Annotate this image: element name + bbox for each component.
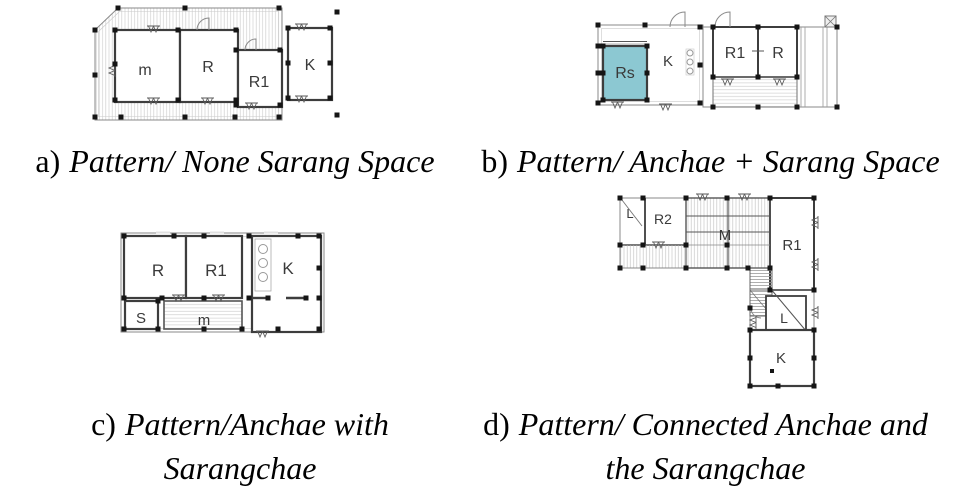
fixtures-c [254,238,272,292]
caption-c: c)Pattern/Anchae with Sarangchae [28,402,452,490]
caption-d-line1: d)Pattern/ Connected Anchae and [452,402,959,446]
room-label-d-l1: L [626,206,633,221]
room-c-s [123,299,160,331]
room-label-c-k: K [282,259,294,278]
room-b-r [757,26,798,78]
room-label-c-r1: R1 [205,261,227,280]
floorplan-d: L R2 M R1 L K [600,188,862,393]
veranda-b [712,76,798,108]
room-labels-d: L R2 M R1 L K [626,206,801,367]
caption-d-text: Pattern/ Connected Anchae and [518,406,928,442]
caption-a-prefix: a) [35,143,61,179]
closet-door-line-d [621,199,643,227]
door-arcs-a [196,17,257,51]
rooms-a [113,26,334,109]
room-c-r1 [184,234,244,300]
room-label-d-l2: L [780,310,788,326]
room-label-b-k: K [663,53,673,70]
room-a-r1 [236,48,284,109]
floorplan-b: Rs K R1 R [595,5,843,120]
room-c-r [122,234,188,300]
crossed-box-icon [824,15,837,28]
room-labels-c: R R1 K S m [136,259,294,329]
room-d-r1 [769,197,815,291]
room-label-b-r1: R1 [725,45,746,62]
room-label-d-k: K [776,350,786,367]
floorplan-a-svg: m R R1 K [92,5,340,121]
caption-b-prefix: b) [481,143,508,179]
room-a-r [178,28,240,104]
room-label-d-r1: R1 [782,237,801,254]
room-label-d-r2: R2 [654,211,672,227]
room-label-a-m: m [138,62,151,79]
caption-b: b)Pattern/ Anchae + Sarang Space [462,139,959,183]
floorplan-a: m R R1 K [85,2,343,130]
caption-c-line1: c)Pattern/Anchae with [28,402,452,446]
room-label-b-rs: Rs [615,65,635,82]
caption-a: a)Pattern/ None Sarang Space [0,139,470,183]
room-label-a-r1: R1 [249,74,270,91]
right-block-b [702,15,838,108]
rooms-c [122,234,323,334]
room-a-m [113,28,182,104]
veranda-d [619,244,687,269]
upper-wing-d [619,197,815,291]
caption-c-line2: Sarangchae [163,450,317,486]
room-d-l2 [765,295,807,331]
columns-d [617,195,817,389]
room-label-a-r: R [202,59,214,76]
room-label-d-m: M [719,227,732,244]
caption-d: d)Pattern/ Connected Anchae and the Sara… [452,402,959,490]
floorplan-b-svg: Rs K R1 R [595,11,840,111]
caption-c-text: Pattern/Anchae with [124,406,389,442]
room-labels-a: m R R1 K [138,57,315,91]
room-labels-b: Rs K R1 R [615,45,784,82]
caption-c-prefix: c) [91,406,116,442]
caption-a-text: Pattern/ None Sarang Space [69,143,435,179]
caption-d-prefix: d) [483,406,510,442]
stairs-upper-d [749,267,773,291]
columns-c [121,233,322,332]
room-label-c-r: R [152,261,164,280]
floorplan-c: R R1 K S m [118,228,328,346]
dimension-ticks-c [156,231,278,234]
columns-a [92,5,340,120]
caption-d-line2: the Sarangchae [605,450,806,486]
room-label-c-m: m [198,312,211,329]
room-label-a-k: K [305,57,316,74]
room-label-b-r: R [772,45,784,62]
columns-b [595,22,840,110]
floorplan-d-svg: L R2 M R1 L K [617,193,819,389]
left-block-b [597,24,704,106]
floorplan-c-svg: R R1 K S m [120,231,325,338]
room-label-c-s: S [136,310,146,327]
caption-b-text: Pattern/ Anchae + Sarang Space [516,143,940,179]
room-b-r1 [712,26,759,78]
